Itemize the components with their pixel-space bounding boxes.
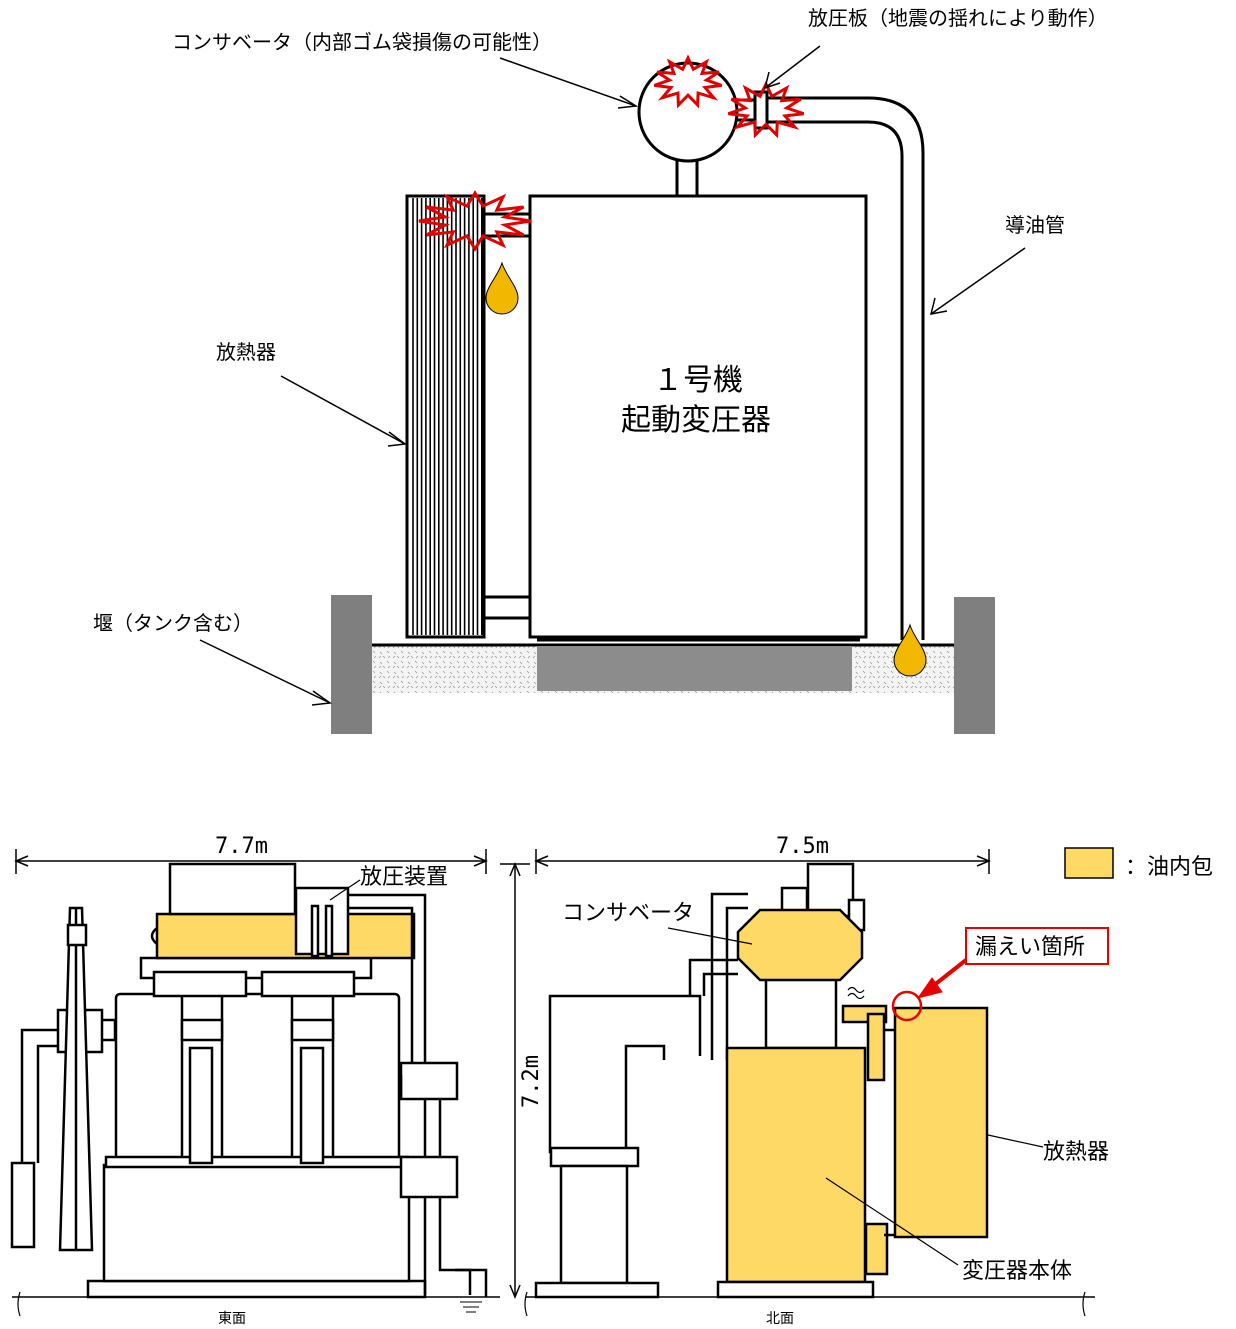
- damage-marks: [418, 54, 805, 252]
- conservator-damage-icon: [653, 54, 723, 109]
- conservator-label: コンサベータ（内部ゴム袋損傷の可能性）: [172, 30, 552, 54]
- weir-label: 堰（タンク含む）: [93, 611, 253, 635]
- radiator-damage-icon: [418, 190, 532, 252]
- oil-drop-icon: [893, 623, 927, 677]
- transformer-body: [725, 1046, 867, 1284]
- north-elevation: [534, 862, 989, 1299]
- transformer-label-2: 起動変圧器: [621, 403, 771, 438]
- radiator-label: 放熱器: [216, 340, 276, 364]
- conservator-arrow: [499, 57, 637, 107]
- oil-pipe-arrow: [930, 247, 1026, 315]
- relief-plate-arrow: [764, 45, 821, 89]
- east-width-label: 7.7m: [215, 834, 268, 859]
- weir-wall-right: [954, 597, 995, 734]
- pressure-relief-device-label: 放圧装置: [360, 865, 448, 890]
- transformer-body-label: 変圧器本体: [962, 1259, 1072, 1284]
- north-conservator: [736, 908, 864, 982]
- transformer-foundation: [537, 646, 852, 691]
- leak-location-label: 漏えい箇所: [975, 935, 1085, 960]
- relief-plate-damage-icon: [727, 80, 805, 139]
- relief-plate-label: 放圧板（地震の揺れにより動作）: [808, 6, 1108, 30]
- dimension-north-width: [534, 849, 991, 874]
- dimension-east-width: [14, 849, 488, 874]
- radiator: [405, 194, 530, 639]
- transformer-label-1: １号機: [653, 363, 743, 398]
- legend-swatch: [1064, 847, 1114, 879]
- radiator-arrow: [280, 375, 406, 445]
- dimension-height: [500, 862, 530, 1299]
- north-width-label: 7.5m: [776, 834, 829, 859]
- weir-wall-left: [331, 595, 372, 734]
- oil-pipe-label: 導油管: [1005, 213, 1065, 237]
- weir-arrow: [199, 639, 331, 704]
- legend-label: ：油内包: [1125, 855, 1213, 880]
- bottom-diagram: 7.7m 7.5m 7.2m: [10, 834, 1213, 1327]
- north-conservator-label: コンサベータ: [562, 901, 694, 926]
- leak-location-box: [965, 927, 1109, 965]
- north-face-label: 北面: [766, 1311, 794, 1327]
- east-elevation: [10, 862, 488, 1313]
- leak-marker-circle: [891, 990, 923, 1022]
- east-face-label: 東面: [218, 1311, 246, 1327]
- north-radiator-label: 放熱器: [1043, 1140, 1109, 1165]
- weir-foundation: [331, 595, 995, 734]
- oil-drop-icon: [485, 261, 519, 315]
- east-conservator: [155, 912, 416, 960]
- oil-guide-pipe: [767, 96, 925, 640]
- transformer-tank: １号機 起動変圧器: [528, 194, 868, 642]
- top-diagram: １号機 起動変圧器 コンサベータ（内部ゴム袋損傷の可能性） 放圧板（地震の揺れに…: [93, 6, 1108, 734]
- height-label: 7.2m: [519, 1055, 544, 1108]
- north-radiator: [893, 1006, 989, 1239]
